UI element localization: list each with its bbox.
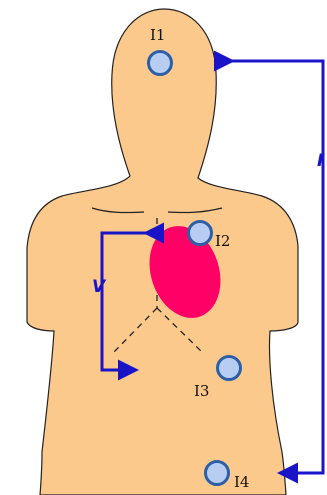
electrode-i2-pad [189, 222, 212, 245]
electrode-i4-label: I4 [234, 473, 249, 491]
electrode-i2-label: I2 [215, 232, 230, 250]
electrode-i1-pad [149, 52, 172, 75]
electrode-i4-pad [206, 462, 229, 485]
current-label: I [317, 151, 323, 171]
voltage-label: V [92, 277, 107, 297]
electrode-i1-label: I1 [150, 26, 165, 44]
electrode-i3-pad [218, 357, 241, 380]
electrode-i3-label: I3 [194, 382, 209, 400]
